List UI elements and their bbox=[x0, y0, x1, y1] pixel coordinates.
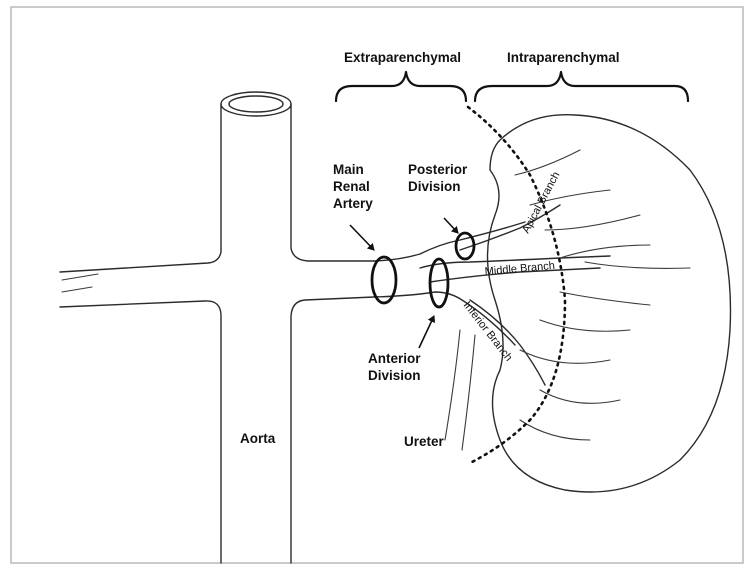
intraparenchymal-label: Intraparenchymal bbox=[507, 50, 620, 65]
main-renal-artery-label: Main Renal Artery bbox=[333, 162, 374, 211]
ureter-label: Ureter bbox=[404, 434, 445, 449]
figure-frame bbox=[11, 7, 743, 563]
extraparenchymal-label: Extraparenchymal bbox=[344, 50, 461, 65]
aorta-label: Aorta bbox=[240, 431, 276, 446]
